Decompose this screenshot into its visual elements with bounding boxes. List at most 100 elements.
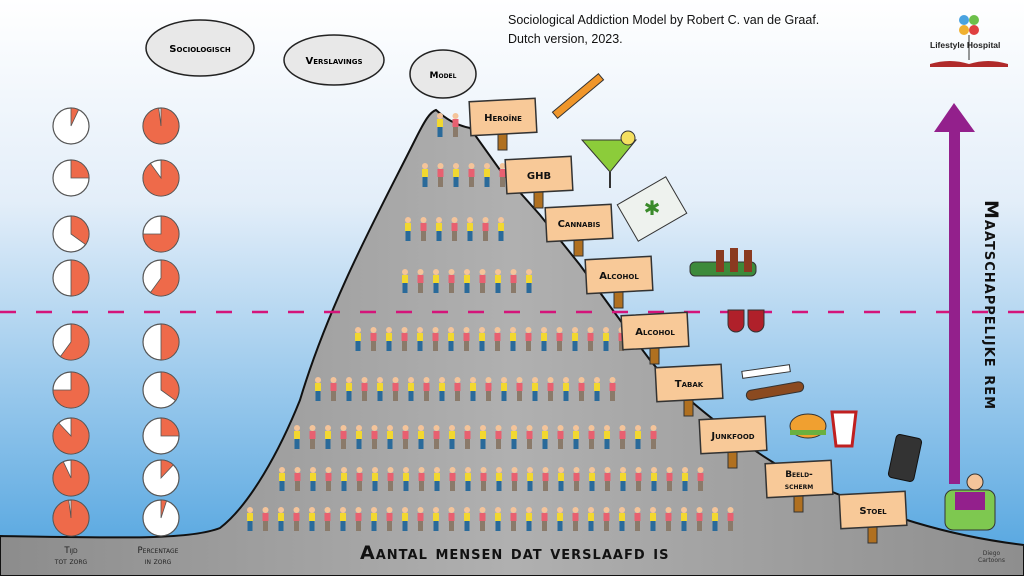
sign-label-line2: scherm: [785, 482, 813, 492]
person-figure: [727, 507, 734, 531]
cloud-text: Verslavings: [305, 56, 362, 67]
person-figure: [482, 217, 489, 241]
person-figure: [464, 507, 470, 531]
person-figure: [325, 425, 331, 449]
cloud-sociologisch: Sociologisch: [145, 19, 255, 77]
person-figure: [452, 113, 459, 137]
person-figure: [371, 507, 377, 531]
pie-slice: [52, 417, 90, 455]
person-figure: [516, 377, 523, 401]
person-figure: [594, 377, 600, 401]
person-figure: [449, 467, 456, 491]
person-figure: [309, 507, 315, 531]
cigarette-icon: [741, 364, 791, 379]
pie-chart: [52, 417, 90, 455]
person-figure: [387, 467, 394, 491]
person-figure: [392, 377, 399, 401]
pie-chart: [52, 107, 90, 145]
pie-chart: [142, 417, 180, 455]
person-figure: [651, 467, 657, 491]
person-figure: [666, 467, 673, 491]
person-figure: [480, 425, 486, 449]
cloud-text: Model: [430, 71, 457, 81]
person-figure: [448, 327, 454, 351]
pie-slice: [70, 259, 90, 297]
lifestyle-hospital-logo: [930, 15, 1008, 67]
person-figure: [525, 327, 532, 351]
person-figure: [681, 507, 687, 531]
person-figure: [498, 217, 504, 241]
person-figure: [464, 425, 471, 449]
person-figure: [463, 327, 470, 351]
pie-slice: [160, 459, 174, 480]
maatschappelijke-rem-label: Maatschappelijke rem: [980, 200, 1002, 411]
pie-slice: [142, 107, 180, 145]
signature-line: Diego: [982, 550, 1001, 557]
sign-label: Heroïne: [484, 113, 522, 124]
person-figure: [417, 269, 424, 293]
person-figure: [356, 425, 362, 449]
person-figure: [402, 507, 408, 531]
person-figure: [501, 377, 507, 401]
soda-cup-icon: [830, 410, 858, 448]
person-figure: [422, 163, 428, 187]
syringe-icon: [551, 72, 605, 120]
person-figure: [480, 467, 487, 491]
person-figure: [470, 377, 476, 401]
person-figure: [324, 507, 331, 531]
cocktail-glass-icon: [580, 130, 638, 188]
smartphone-icon: [887, 434, 923, 482]
person-figure: [573, 467, 580, 491]
person-figure: [495, 269, 501, 293]
pie-column-label-percentage: Percentage in zorg: [118, 546, 198, 568]
pie-chart: [52, 499, 90, 537]
person-figure: [464, 269, 470, 293]
person-figure: [547, 377, 554, 401]
person-figure: [510, 507, 517, 531]
signpost: Beeld-scherm: [764, 459, 834, 513]
person-figure: [541, 327, 547, 351]
person-figure: [619, 507, 625, 531]
person-figure: [620, 467, 626, 491]
pie-chart: [142, 159, 180, 197]
person-figure: [386, 327, 392, 351]
pie-slice: [52, 459, 90, 497]
person-figure: [578, 377, 585, 401]
person-figure: [356, 467, 363, 491]
person-figure: [346, 377, 352, 401]
person-figure: [510, 327, 516, 351]
person-figure: [542, 467, 549, 491]
cannabis-bag-icon: ✱: [616, 176, 688, 242]
pie-chart: [142, 215, 180, 253]
person-figure: [453, 163, 459, 187]
person-figure: [572, 327, 578, 351]
person-figure: [635, 425, 641, 449]
person-figure: [588, 425, 595, 449]
person-figure: [262, 507, 269, 531]
cloud-model: Model: [409, 49, 477, 99]
wine-bottles-icon: [689, 248, 757, 277]
person-figure: [423, 377, 430, 401]
label-line: tot zorg: [54, 557, 88, 567]
person-figure: [403, 467, 409, 491]
person-figure: [604, 425, 610, 449]
person-figure: [696, 507, 703, 531]
person-figure: [494, 327, 501, 351]
person-figure: [448, 507, 455, 531]
pie-chart: [52, 159, 90, 197]
artist-signature: Diego Cartoons: [978, 550, 1005, 564]
person-figure: [417, 507, 424, 531]
person-figure: [278, 507, 284, 531]
person-figure: [499, 163, 506, 187]
person-figure: [454, 377, 461, 401]
person-figure: [634, 507, 641, 531]
person-figure: [526, 269, 532, 293]
signpost: Junkfood: [698, 415, 768, 469]
person-figure: [293, 507, 300, 531]
person-figure: [310, 467, 316, 491]
wine-toast-icon: [727, 309, 765, 333]
pie-slice: [149, 259, 180, 297]
pie-chart: [52, 323, 90, 361]
person-figure: [405, 217, 411, 241]
person-figure: [402, 425, 409, 449]
